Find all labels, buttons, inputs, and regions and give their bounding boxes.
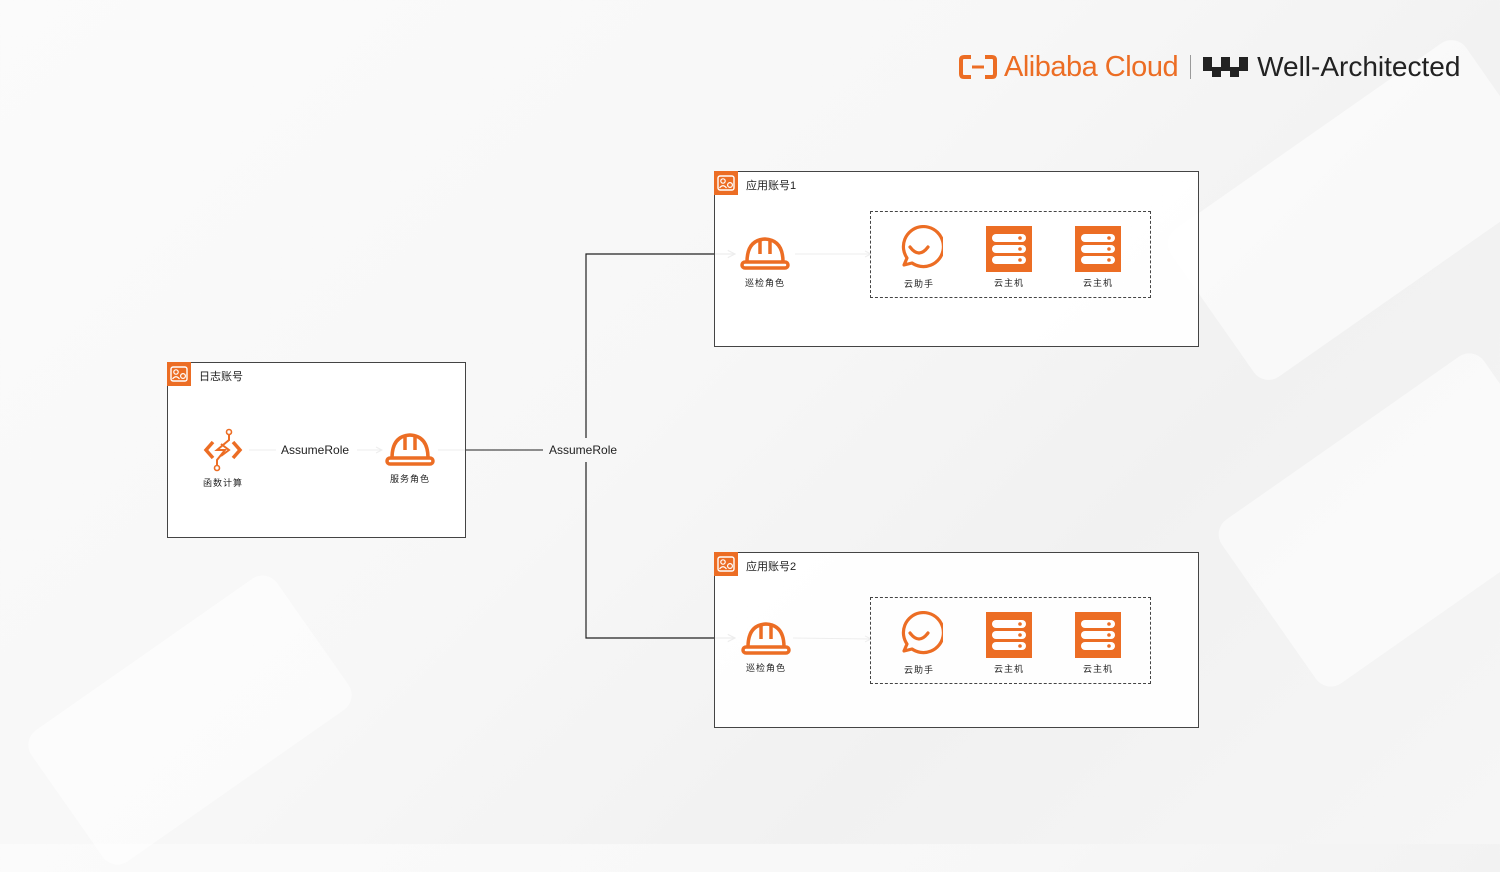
account-title: 应用账号2 [746,561,797,573]
hard-hat-icon [741,622,791,655]
ecs-node[interactable]: 云主机 [984,612,1034,675]
server-icon [986,226,1032,272]
server-icon [1075,226,1121,272]
ecs-label: 云主机 [1082,664,1113,674]
background-shape [1160,33,1500,387]
account-icon [167,362,191,386]
ecs-label: 云主机 [1082,278,1113,288]
account-title: 日志账号 [199,371,243,383]
hard-hat-icon [740,237,790,270]
ecs-node[interactable]: 云主机 [1073,226,1123,289]
cross-account-assume-role-label: AssumeRole [549,443,618,457]
alibaba-cloud-wordmark: Alibaba Cloud [1004,50,1179,83]
function-compute-label: 函数计算 [202,478,243,488]
function-compute-icon [203,428,243,472]
brand-divider [1190,55,1192,79]
cloud-assistant-node[interactable]: 云助手 [894,225,944,290]
well-architected-logo-icon [1203,57,1249,77]
cloud-assistant-icon [901,611,943,655]
resource-group [870,597,1151,684]
assume-role-label: AssumeRole [281,443,350,457]
account-icon [714,552,738,576]
account-icon [714,171,738,195]
ecs-node[interactable]: 云主机 [1073,612,1123,675]
service-role-label: 服务角色 [389,474,430,484]
resource-group [870,211,1151,298]
ecs-label: 云主机 [993,278,1024,288]
background-shape [21,568,359,872]
hard-hat-icon [385,433,435,466]
background-shape [1211,346,1500,694]
cloud-assistant-label: 云助手 [903,665,934,675]
ecs-label: 云主机 [993,664,1024,674]
inspection-role-node[interactable]: 巡检角色 [738,619,794,674]
cloud-assistant-icon [901,225,943,269]
server-icon [986,612,1032,658]
account-title: 应用账号1 [746,180,797,192]
inspection-role-label: 巡检角色 [745,663,786,673]
ecs-node[interactable]: 云主机 [984,226,1034,289]
function-compute-node[interactable]: 函数计算 [197,428,249,489]
inspection-role-node[interactable]: 巡检角色 [737,234,793,289]
service-role-node[interactable]: 服务角色 [383,430,437,485]
inspection-role-label: 巡检角色 [744,278,785,288]
edge-to-app-account-2 [585,462,735,638]
well-architected-wordmark: Well-Architected [1257,51,1461,82]
edge-to-app-account-1 [585,254,735,438]
alibaba-cloud-logo-icon [959,55,997,79]
server-icon [1075,612,1121,658]
brand-header: Alibaba Cloud Well-Architected [958,50,1460,84]
cloud-assistant-label: 云助手 [903,279,934,289]
cloud-assistant-node[interactable]: 云助手 [894,611,944,676]
